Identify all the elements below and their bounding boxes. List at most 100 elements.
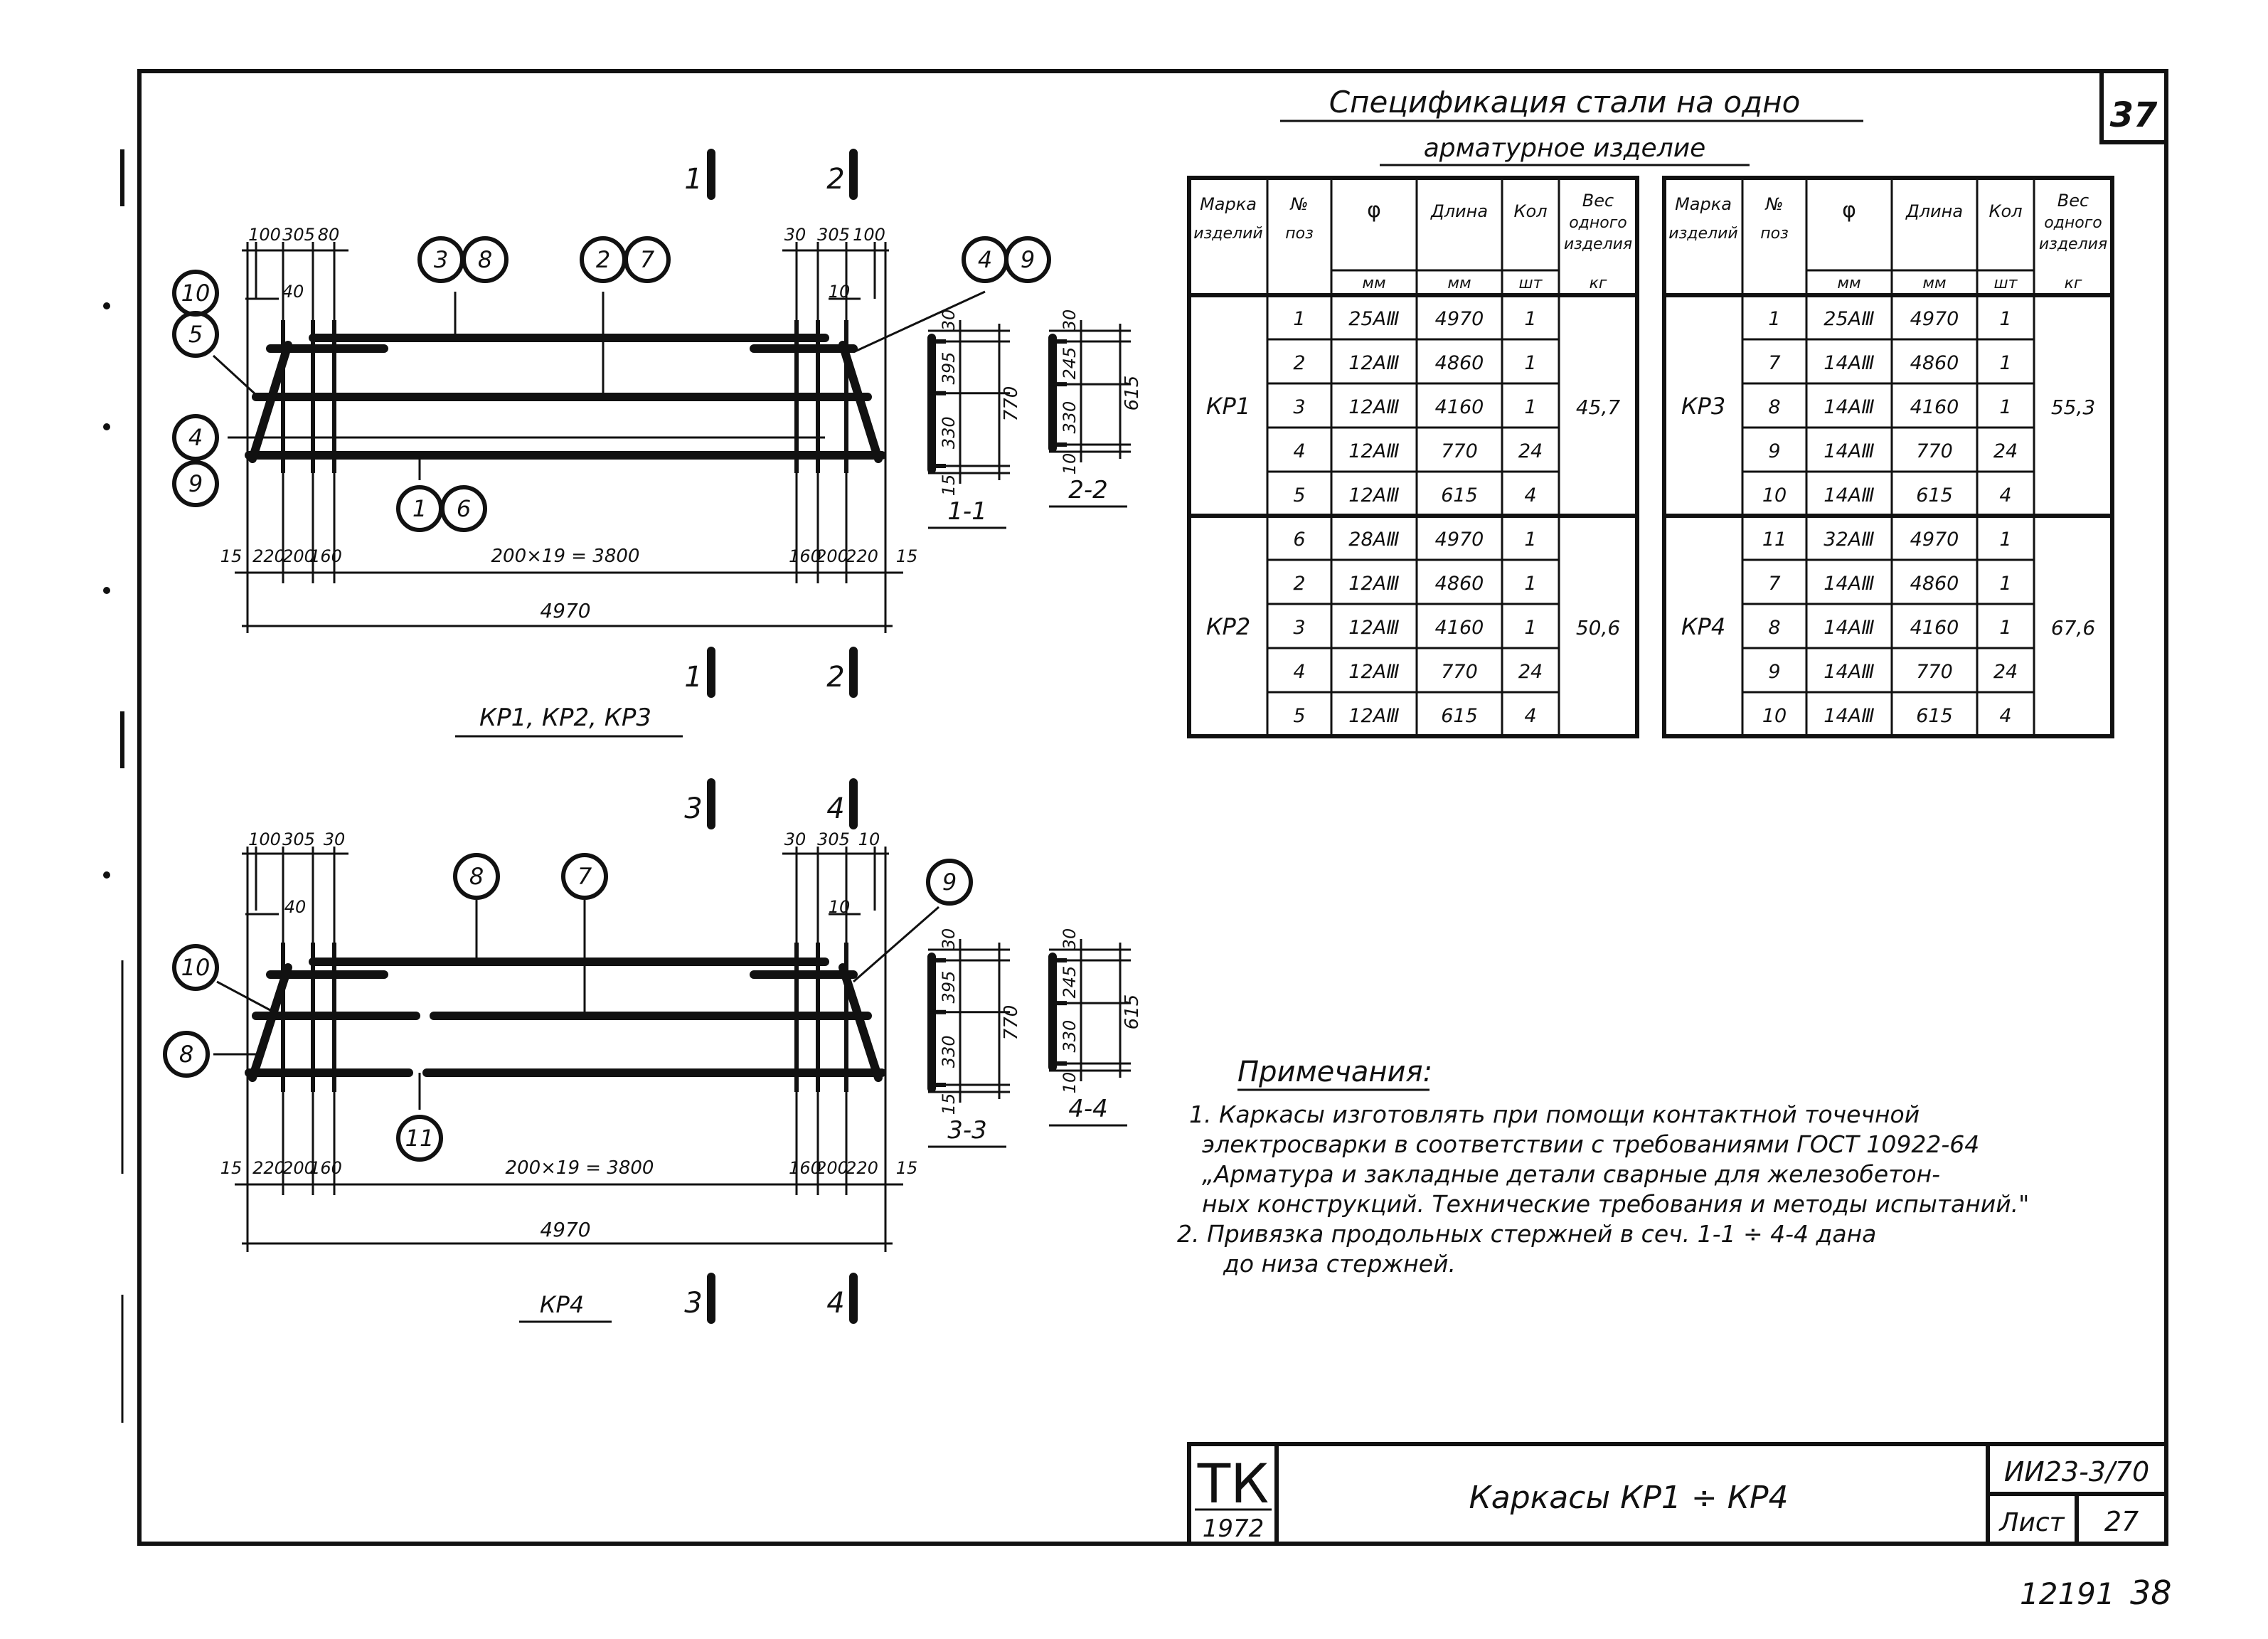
table-cell: 2 (1293, 352, 1305, 374)
header-weight-3: изделия (1564, 235, 1632, 253)
table-cell: 14АⅢ (1824, 573, 1874, 595)
table-cell: 770 (1916, 440, 1953, 462)
position-callout: 2 (580, 236, 627, 283)
table-cell: 4160 (1435, 396, 1484, 418)
table-cell: 1 (1999, 529, 2011, 551)
table-cell: 615 (1441, 705, 1478, 727)
position-callout: 11 (396, 1115, 443, 1162)
footer-page: 38 (2130, 1574, 2172, 1612)
table-border (1662, 176, 2114, 738)
stamp-title: Каркасы КР1 ÷ КР4 (1469, 1480, 1789, 1516)
stamp-sheet-no: 27 (2104, 1506, 2139, 1537)
dim-80: 80 (318, 225, 340, 245)
table-cell: 9 (1768, 661, 1780, 683)
table-weight: 50,6 (1576, 616, 1620, 640)
dim-160-right: 160 (789, 1158, 821, 1178)
table-cell: 12АⅢ (1348, 440, 1399, 462)
table-cell: 28АⅢ (1348, 529, 1399, 551)
table-cell: 4160 (1910, 617, 1959, 639)
section-dim: 30 (939, 928, 959, 950)
callout-label: 2 (596, 246, 610, 273)
stamp-year: 1972 (1203, 1515, 1265, 1543)
position-callout: 1 (396, 485, 443, 532)
table-cell: 770 (1441, 661, 1478, 683)
spec-title: Спецификация стали на одно арматурное из… (1280, 85, 1863, 166)
dim-160-left: 160 (309, 546, 342, 566)
section-dim: 10 (1060, 453, 1080, 475)
table-cell: 10 (1762, 705, 1787, 727)
header-weight-1: Вес (2057, 191, 2089, 211)
cut-mark-3-bottom: 3 (684, 1287, 702, 1320)
table-cell: 14АⅢ (1824, 661, 1874, 683)
header-qty: Кол (1989, 201, 2022, 221)
dim-305-right: 305 (817, 829, 850, 849)
callout-label: 8 (179, 1041, 193, 1068)
table-cell: 10 (1762, 484, 1787, 506)
table-cell: 4970 (1435, 529, 1484, 551)
header-no: № (1764, 194, 1784, 214)
dim-305: 305 (282, 829, 315, 849)
dim-100-right: 100 (853, 225, 885, 245)
footer: 12191 38 (2020, 1574, 2172, 1612)
note-line-1: 1. Каркасы изготовлять при помощи контак… (1189, 1100, 1920, 1128)
margin-marks (103, 149, 124, 1423)
callout-label: 9 (942, 869, 957, 896)
dim-100: 100 (248, 829, 281, 849)
section-dim: 30 (1060, 309, 1080, 331)
note-line-2: электросварки в соответствии с требовани… (1202, 1130, 1979, 1158)
table-cell: 1 (1524, 617, 1536, 639)
header-pos: поз (1760, 225, 1789, 243)
callout-label: 1 (412, 495, 427, 522)
position-callout: 10 (172, 270, 219, 317)
table-cell: 4 (1293, 440, 1305, 462)
section-dim: 330 (1060, 401, 1080, 434)
header-unit: кг (2065, 275, 2082, 292)
table-cell: 1 (1293, 308, 1305, 330)
table-mark: КР3 (1681, 393, 1725, 420)
header-unit: мм (1447, 275, 1471, 292)
callout-circle (163, 1031, 210, 1078)
table-cell: 1 (1999, 573, 2011, 595)
table-cell: 14АⅢ (1824, 440, 1874, 462)
callout-label: 4 (188, 424, 203, 451)
callout-circle (172, 414, 219, 461)
section-dim: 395 (939, 971, 959, 1004)
section-dim: 30 (939, 309, 959, 331)
table-cell: 12АⅢ (1348, 705, 1399, 727)
cut-mark-3-top: 3 (684, 792, 702, 825)
dim-200-left: 200 (282, 1158, 315, 1178)
dim-10: 10 (829, 282, 851, 302)
callout-circle (172, 460, 219, 507)
table-cell: 2 (1293, 573, 1305, 595)
section-dim: 330 (939, 416, 959, 449)
end-bar-right (838, 963, 883, 1082)
callout-circle (172, 944, 219, 991)
header-unit: мм (1837, 275, 1860, 292)
dim-overall: 4970 (540, 599, 590, 622)
table-cell: 7 (1768, 352, 1780, 374)
table-cell: 770 (1916, 661, 1953, 683)
table-cell: 4 (1524, 484, 1536, 506)
section-label: 1-1 (947, 497, 987, 526)
note-line-6: до низа стержней. (1223, 1250, 1456, 1278)
table-border (1187, 176, 1639, 738)
note-line-5: 2. Привязка продольных стержней в сеч. 1… (1177, 1220, 1876, 1248)
dim-200-right: 200 (816, 546, 848, 566)
table-cell: 25АⅢ (1348, 308, 1399, 330)
section-dim: 395 (939, 352, 959, 385)
table-cell: 4970 (1910, 529, 1959, 551)
callout-label: 3 (434, 246, 448, 273)
table-mark: КР4 (1681, 613, 1725, 640)
callout-label: 10 (181, 280, 211, 307)
callout-circle (440, 485, 487, 532)
table-cell: 1 (1999, 617, 2011, 639)
table-cell: 615 (1441, 484, 1478, 506)
